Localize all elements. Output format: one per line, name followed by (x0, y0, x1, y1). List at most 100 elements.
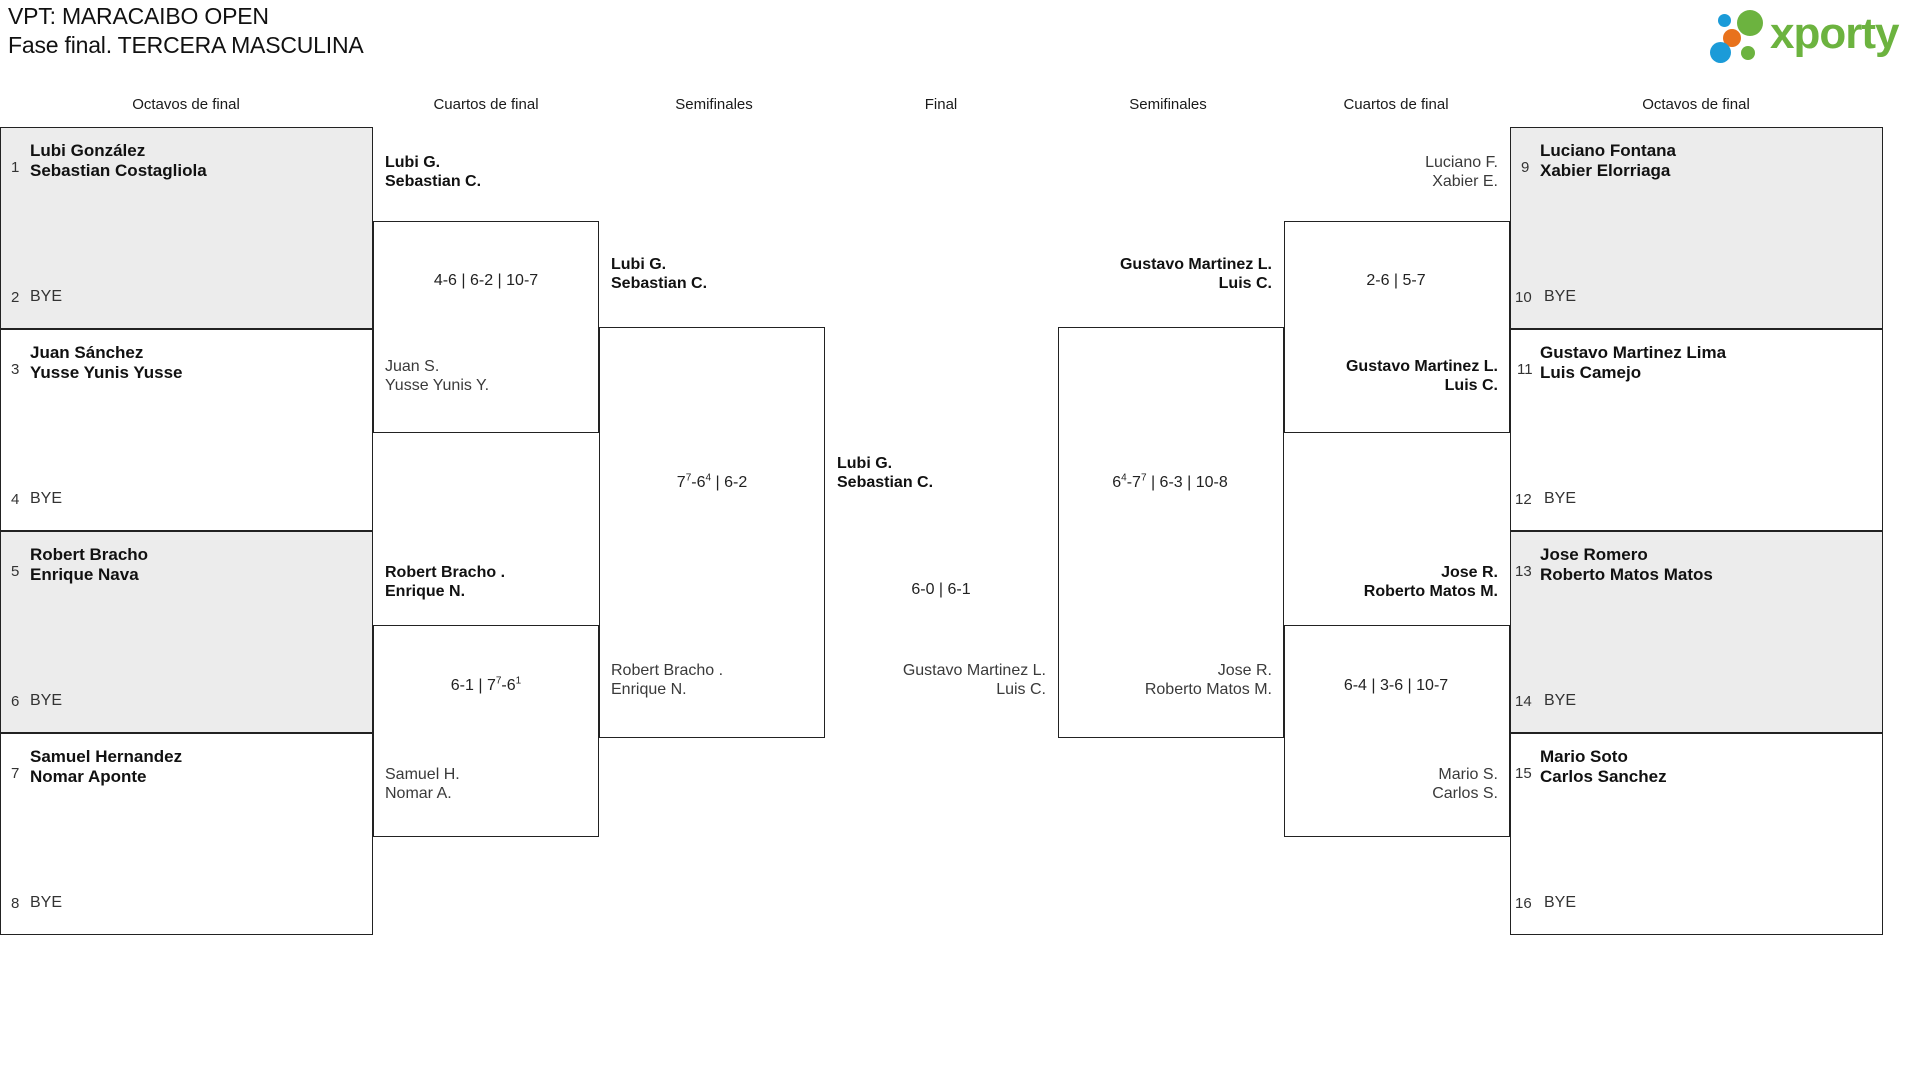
qf-left-2-score: 6-1 | 77-61 (451, 675, 521, 694)
score-part: -7 (1126, 474, 1141, 491)
logo-dot-blue-large (1710, 42, 1731, 63)
player-name: Lubi G. (385, 154, 441, 171)
match-box-right-qf-1[interactable] (1284, 221, 1510, 433)
player-name: Sebastian C. (611, 275, 708, 293)
match-box-right-r16-1[interactable] (1510, 127, 1883, 329)
bye-label-10: BYE (1544, 288, 1577, 305)
player-pair-3: Juan Sánchez Yusse Yunis Yusse (30, 343, 182, 383)
score-tiebreak: 7 (685, 472, 692, 484)
player-name: Gustavo Martinez L. (1119, 256, 1272, 273)
player-name: Roberto Matos M. (1363, 583, 1498, 601)
player-name: Nomar Aponte (30, 766, 147, 786)
qf-right-1-score: 2-6 | 5-7 (1366, 272, 1426, 289)
player-name: Juan S. (385, 358, 440, 375)
player-name: Carlos Sanchez (1540, 766, 1667, 786)
match-box-left-qf-1[interactable] (373, 221, 599, 433)
final-loser: Gustavo Martinez L. Luis C. (903, 661, 1046, 699)
seed-number-13: 13 (1515, 563, 1532, 580)
score-tiebreak: 4 (1121, 472, 1127, 484)
round-header-left-semifinales: Semifinales (675, 96, 753, 113)
player-pair-7: Samuel Hernandez Nomar Aponte (30, 747, 182, 787)
round-header-right-semifinales: Semifinales (1129, 96, 1207, 113)
qf-left-2-loser: Samuel H. Nomar A. (385, 765, 460, 803)
seed-number-11: 11 (1517, 361, 1533, 378)
page-title: VPT: MARACAIBO OPEN Fase final. TERCERA … (8, 2, 364, 61)
player-name: Enrique N. (385, 583, 466, 601)
player-name: Robert Bracho . (385, 564, 506, 581)
player-name: Jose R. (1217, 662, 1272, 679)
final-winner: Lubi G. Sebastian C. (837, 454, 933, 492)
match-box-right-sf[interactable] (1058, 327, 1284, 738)
player-name: Luis Camejo (1540, 362, 1642, 382)
player-name: Luciano Fontana (1540, 141, 1676, 160)
match-box-left-r16-3[interactable] (0, 531, 373, 733)
final-score: 6-0 | 6-1 (911, 581, 971, 598)
score-tiebreak: 4 (705, 472, 712, 484)
player-name: Lubi G. (611, 256, 667, 273)
player-name: Robert Bracho (30, 545, 149, 564)
qf-right-1-loser: Luciano F. Xabier E. (1425, 153, 1498, 191)
player-pair-5: Robert Bracho Enrique Nava (30, 545, 148, 585)
player-name: Roberto Matos Matos (1540, 564, 1713, 584)
seed-number-1: 1 (11, 159, 20, 176)
player-name: Nomar A. (385, 785, 452, 803)
match-box-left-r16-2[interactable] (0, 329, 373, 531)
bye-label-2: BYE (30, 288, 63, 305)
player-pair-1: Lubi González Sebastian Costagliola (30, 141, 207, 181)
logo-wordmark: xporty (1770, 9, 1899, 58)
player-pair-11: Gustavo Martinez Lima Luis Camejo (1540, 343, 1726, 383)
qf-left-2-winner: Robert Bracho . Enrique N. (385, 563, 505, 601)
player-name: Luis C. (996, 681, 1046, 699)
seed-number-15: 15 (1515, 765, 1532, 782)
player-name: Sebastian C. (837, 474, 934, 492)
seed-number-4: 4 (11, 491, 20, 508)
score-part: | 6-2 (711, 474, 748, 491)
match-box-left-sf[interactable] (599, 327, 825, 738)
match-box-right-r16-2[interactable] (1510, 329, 1883, 531)
player-name: Luis C. (1218, 275, 1272, 293)
qf-right-2-winner: Jose R. Roberto Matos M. (1364, 563, 1498, 601)
score-tiebreak: 7 (1140, 472, 1147, 484)
match-box-right-qf-2[interactable] (1284, 625, 1510, 837)
sf-left-winner: Lubi G. Sebastian C. (611, 255, 707, 293)
player-name: Xabier E. (1432, 173, 1498, 191)
sf-right-score: 64-77 | 6-3 | 10-8 (1112, 472, 1228, 491)
match-box-right-r16-3[interactable] (1510, 531, 1883, 733)
player-name: Gustavo Martinez L. (1345, 358, 1498, 375)
qf-left-1-winner: Lubi G. Sebastian C. (385, 153, 481, 191)
player-name: Jose R. (1441, 564, 1498, 581)
player-name: Enrique Nava (30, 564, 139, 584)
player-name: Luciano F. (1425, 154, 1498, 171)
player-name: Lubi G. (837, 455, 893, 472)
match-box-left-r16-1[interactable] (0, 127, 373, 329)
bye-label-14: BYE (1544, 692, 1577, 709)
tournament-phase: Fase final. TERCERA MASCULINA (8, 32, 364, 59)
player-name: Lubi González (30, 141, 146, 160)
match-box-right-r16-4[interactable] (1510, 733, 1883, 935)
score-tiebreak: 7 (495, 675, 502, 687)
match-box-left-r16-4[interactable] (0, 733, 373, 935)
player-name: Xabier Elorriaga (1540, 160, 1671, 180)
seed-number-14: 14 (1515, 693, 1532, 710)
sf-left-score: 77-64 | 6-2 (676, 472, 748, 491)
bye-label-16: BYE (1544, 894, 1577, 911)
player-name: Roberto Matos M. (1144, 681, 1272, 699)
player-name: Jose Romero (1540, 545, 1648, 564)
tournament-name: VPT: MARACAIBO OPEN (8, 3, 269, 29)
player-name: Carlos S. (1432, 785, 1498, 803)
seed-number-10: 10 (1515, 289, 1532, 306)
score-part: 7 (676, 474, 686, 491)
seed-number-8: 8 (11, 895, 20, 912)
player-name: Sebastian C. (385, 173, 482, 191)
sf-left-loser: Robert Bracho . Enrique N. (611, 661, 723, 699)
bye-label-4: BYE (30, 490, 63, 507)
qf-left-1-loser: Juan S. Yusse Yunis Y. (385, 357, 489, 395)
player-pair-15: Mario Soto Carlos Sanchez (1540, 747, 1667, 787)
player-name: Yusse Yunis Y. (385, 377, 490, 395)
sf-right-winner: Gustavo Martinez L. Luis C. (1120, 255, 1272, 293)
logo-dot-orange (1723, 29, 1741, 47)
player-pair-9: Luciano Fontana Xabier Elorriaga (1540, 141, 1676, 181)
player-name: Juan Sánchez (30, 343, 144, 362)
player-name: Samuel Hernandez (30, 747, 183, 766)
match-box-left-qf-2[interactable] (373, 625, 599, 837)
